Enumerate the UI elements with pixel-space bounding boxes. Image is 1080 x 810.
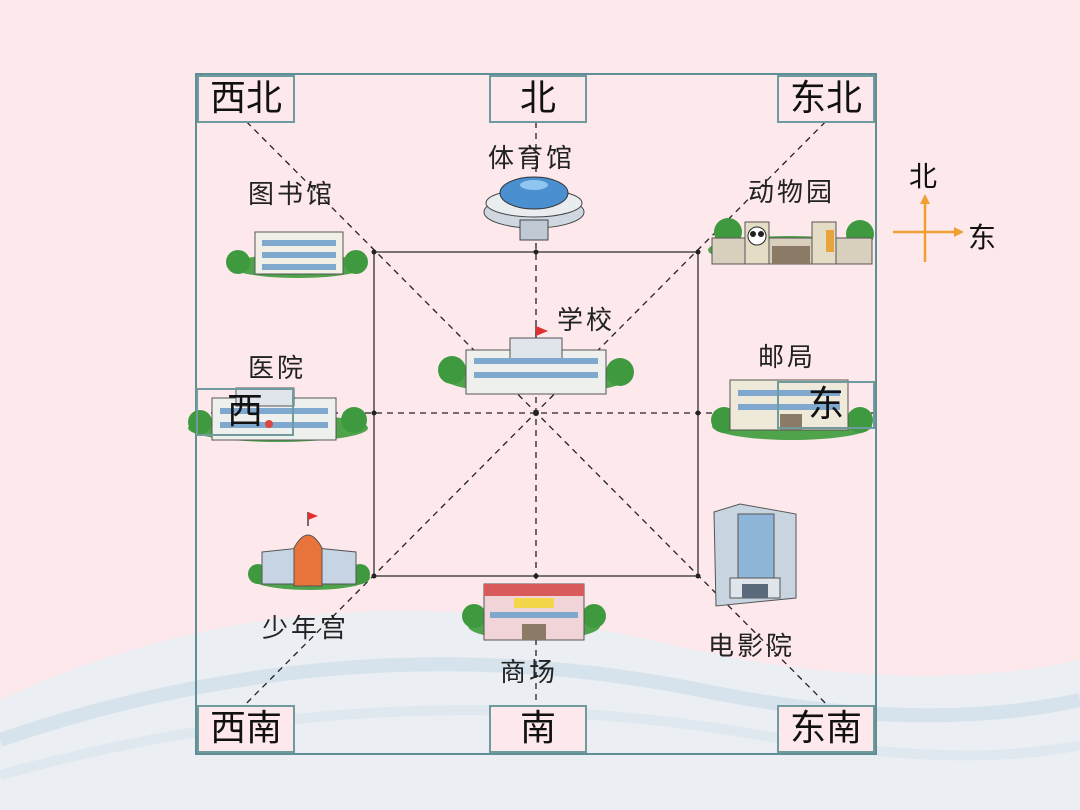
direction-northeast: 东北 (777, 75, 875, 123)
compass-east-label: 东 (968, 221, 997, 254)
direction-north: 北 (489, 75, 587, 123)
direction-northwest: 西北 (197, 75, 295, 123)
library-building (226, 231, 368, 278)
label-youth-palace: 少年宫 (262, 614, 350, 644)
label-post-office: 邮局 (758, 343, 817, 373)
mall-building (462, 583, 606, 641)
label-mall: 商场 (500, 658, 559, 688)
direction-east: 东 (777, 381, 875, 429)
youth-palace-building (248, 512, 370, 590)
compass-north-label: 北 (909, 160, 938, 193)
label-hospital: 医院 (248, 354, 307, 384)
label-school: 学校 (557, 306, 616, 336)
label-cinema: 电影院 (708, 632, 796, 662)
label-library: 图书馆 (248, 180, 336, 210)
direction-southeast: 东南 (777, 705, 875, 753)
stadium-building (483, 176, 585, 241)
label-stadium: 体育馆 (488, 144, 576, 174)
cinema-building (713, 503, 797, 607)
zoo-building (708, 218, 874, 265)
direction-southwest: 西南 (197, 705, 295, 753)
compass-arrows (893, 194, 964, 262)
direction-west: 西 (196, 388, 294, 436)
post-office-building (711, 379, 873, 440)
label-zoo: 动物园 (748, 178, 836, 208)
direction-south: 南 (489, 705, 587, 753)
school-building (438, 326, 634, 395)
